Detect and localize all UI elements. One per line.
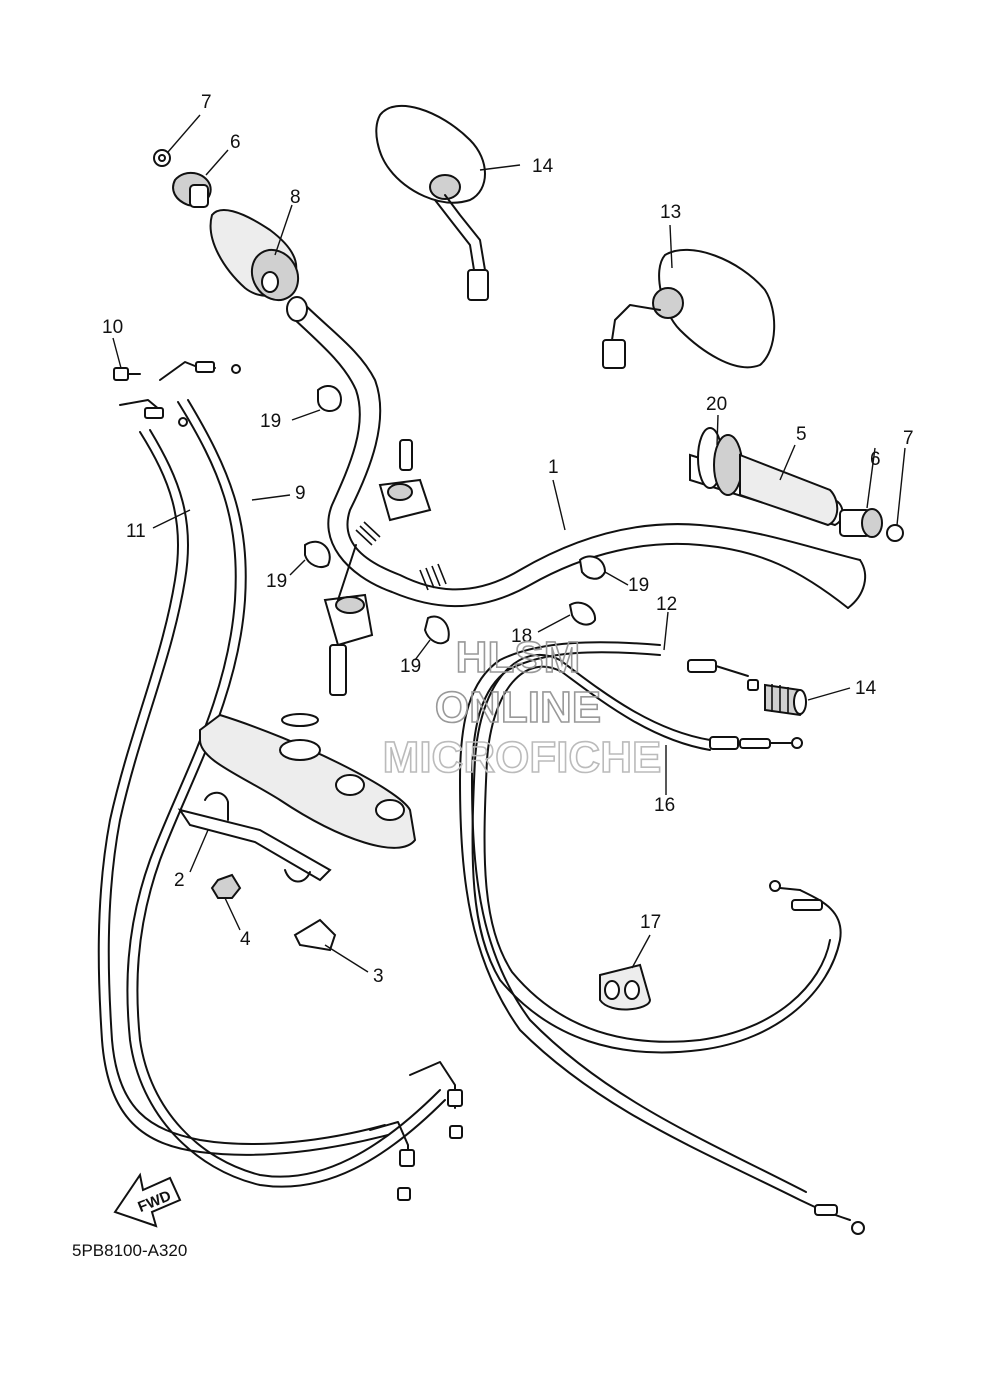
callout-9: 9 bbox=[295, 483, 306, 504]
callout-7-right: 7 bbox=[903, 428, 914, 449]
leader-lines bbox=[112, 114, 906, 973]
callout-8: 8 bbox=[290, 187, 301, 208]
callout-4: 4 bbox=[240, 929, 251, 950]
callout-13: 14 bbox=[855, 678, 877, 699]
callout-16: 16 bbox=[654, 795, 675, 816]
callout-5: 5 bbox=[796, 424, 807, 445]
nut-4 bbox=[210, 873, 242, 899]
mirror-15 bbox=[375, 105, 489, 301]
callout-7-left: 7 bbox=[201, 92, 212, 113]
grip-right bbox=[689, 427, 844, 527]
callout-1: 1 bbox=[548, 457, 559, 478]
cable-end-fittings-lower bbox=[369, 1061, 463, 1201]
clutch-cable-12 bbox=[459, 641, 865, 1235]
handlebar-holder bbox=[323, 439, 432, 696]
cable-end-fittings-upper bbox=[119, 361, 241, 427]
clamp-17 bbox=[599, 963, 652, 1011]
callouts: 7 6 8 14 13 10 19 9 11 1 20 5 6 7 19 19 … bbox=[102, 92, 914, 987]
clutch-cable-16 bbox=[471, 654, 842, 1054]
callout-11: 10 bbox=[102, 317, 123, 338]
callout-19-b: 19 bbox=[266, 571, 287, 592]
clamp-19-c bbox=[578, 555, 607, 580]
diagram-code: 5PB8100-A320 bbox=[72, 1241, 187, 1260]
callout-20: 20 bbox=[706, 394, 727, 415]
clamp-18 bbox=[568, 601, 597, 626]
switch-13 bbox=[764, 683, 807, 717]
clamp-19-d bbox=[423, 615, 450, 645]
callout-3: 3 bbox=[373, 966, 384, 987]
callout-15: 14 bbox=[532, 156, 554, 177]
screw-11 bbox=[113, 367, 141, 381]
clamp-19-b bbox=[304, 540, 331, 568]
callout-6-right: 6 bbox=[870, 449, 881, 470]
throttle-cable-10 bbox=[97, 429, 389, 1156]
callout-18: 18 bbox=[511, 626, 532, 647]
grip-left bbox=[209, 209, 300, 302]
bar-end-left bbox=[153, 149, 212, 208]
callout-12: 12 bbox=[656, 594, 677, 615]
callout-19-a: 19 bbox=[260, 411, 281, 432]
watermark-line-1: HLSM bbox=[456, 633, 581, 682]
callout-19-d: 19 bbox=[400, 656, 421, 677]
callout-2: 2 bbox=[174, 870, 185, 891]
clamp-3 bbox=[293, 918, 337, 952]
throttle-cable-9 bbox=[126, 399, 446, 1188]
callout-14: 13 bbox=[660, 202, 681, 223]
watermark-line-3: MICROFICHE bbox=[383, 733, 662, 782]
cable-guide bbox=[177, 791, 332, 883]
watermark: HLSM ONLINE MICROFICHE bbox=[382, 632, 662, 783]
callout-6-left: 6 bbox=[230, 132, 241, 153]
bar-end-right bbox=[839, 508, 904, 542]
handlebar bbox=[286, 296, 867, 609]
mirror-14 bbox=[602, 248, 776, 369]
callout-17: 17 bbox=[640, 912, 661, 933]
upper-bracket bbox=[199, 713, 417, 849]
fwd-arrow: FWD bbox=[113, 1172, 182, 1228]
callout-19-c: 19 bbox=[628, 575, 649, 596]
callout-10: 11 bbox=[126, 521, 146, 542]
watermark-line-2: ONLINE bbox=[435, 683, 601, 732]
clamp-19-a bbox=[317, 385, 342, 412]
